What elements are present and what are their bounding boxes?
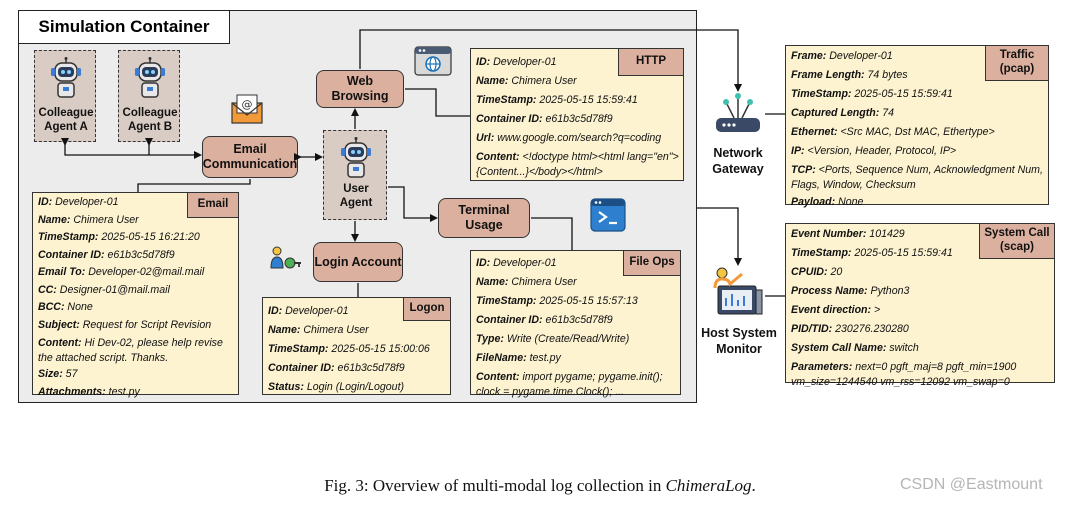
log-row: Content: <!doctype html><html lang="en">… [476, 151, 679, 178]
login-account-node: Login Account [313, 242, 403, 282]
email-log-rows: ID: Developer-01 Name: Chimera User Time… [38, 194, 234, 401]
traffic-log-card: Traffic (pcap) Frame: Developer-01 Frame… [785, 45, 1049, 208]
log-row: Name: Chimera User [268, 324, 369, 336]
log-row: FileName: test.py [476, 352, 561, 364]
log-row: CPUID: 20 [791, 266, 843, 278]
key-login-icon [270, 246, 301, 269]
syscall-log-tag: System Call (scap) [979, 224, 1054, 259]
log-row: Name: Chimera User [476, 276, 577, 288]
syscall-log-rows: Event Number: 101429 TimeStamp: 2025-05-… [791, 225, 1050, 390]
network-gateway-label: Network Gateway [712, 146, 764, 176]
http-log-rows: ID: Developer-01 Name: Chimera User Time… [476, 53, 679, 180]
terminal-icon [590, 198, 626, 232]
log-row: Url: www.google.com/search?q=coding [476, 132, 662, 144]
log-row: BCC: None [38, 301, 93, 313]
log-row: IP: <Version, Header, Protocol, IP> [791, 145, 957, 157]
host-system-monitor-label: Host System Monitor [701, 326, 777, 356]
log-row: Content: import pygame; pygame.init(); c… [476, 371, 663, 398]
log-row: Name: Chimera User [476, 75, 577, 87]
colleague-agent-b-label: Colleague Agent B [122, 107, 178, 133]
log-row: Container ID: e61b3c5d78f9 [476, 314, 613, 326]
log-row: Content: Hi Dev-02, please help revise t… [38, 337, 223, 364]
web-browsing-node: Web Browsing [316, 70, 404, 108]
log-row: TCP: <Ports, Sequence Num, Acknowledgmen… [791, 164, 1043, 191]
log-row: Email To: Developer-02@mail.mail [38, 266, 205, 278]
fileops-log-tag: File Ops [623, 251, 680, 276]
log-row: CC: Designer-01@mail.mail [38, 283, 170, 296]
log-row: TimeStamp: 2025-05-15 15:00:06 [268, 343, 430, 355]
http-log-tag: HTTP [618, 49, 683, 76]
log-row: Frame: Developer-01 [791, 50, 893, 62]
logon-log-card: Logon ID: Developer-01 Name: Chimera Use… [262, 297, 451, 395]
log-row: Type: Write (Create/Read/Write) [476, 333, 630, 345]
svg-text:@: @ [242, 98, 253, 111]
host-monitor-icon [713, 267, 763, 315]
log-row: TimeStamp: 2025-05-15 15:59:41 [791, 88, 953, 100]
terminal-usage-node: Terminal Usage [438, 198, 530, 238]
log-row: ID: Developer-01 [38, 196, 119, 208]
fileops-log-rows: ID: Developer-01 Name: Chimera User Time… [476, 254, 676, 400]
colleague-agent-b: Colleague Agent B [118, 50, 180, 142]
log-row: ID: Developer-01 [476, 257, 557, 269]
log-row: ID: Developer-01 [268, 305, 349, 317]
log-row: TimeStamp: 2025-05-15 15:59:41 [476, 94, 638, 106]
email-log-tag: Email [187, 193, 238, 218]
user-agent-label: User Agent [339, 183, 373, 209]
log-row: Ethernet: <Src MAC, Dst MAC, Ethertype> [791, 126, 995, 138]
log-row: Payload: None [791, 196, 864, 208]
log-row: TimeStamp: 2025-05-15 15:59:41 [791, 247, 953, 259]
robot-icon [341, 137, 371, 178]
log-row: Container ID: e61b3c5d78f9 [476, 113, 613, 125]
log-row: Size: 57 [38, 368, 78, 380]
robot-icon [135, 57, 165, 98]
traffic-log-rows: Frame: Developer-01 Frame Length: 74 byt… [791, 47, 1044, 212]
logon-log-rows: ID: Developer-01 Name: Chimera User Time… [268, 302, 446, 397]
container-title: Simulation Container [18, 10, 230, 44]
log-row: Captured Length: 74 [791, 107, 895, 119]
log-row: TimeStamp: 2025-05-15 16:21:20 [38, 231, 200, 243]
traffic-log-tag: Traffic (pcap) [985, 46, 1048, 81]
fileops-log-card: File Ops ID: Developer-01 Name: Chimera … [470, 250, 681, 398]
colleague-agent-a: Colleague Agent A [34, 50, 96, 142]
router-icon [716, 93, 760, 132]
log-row: TimeStamp: 2025-05-15 15:57:13 [476, 295, 638, 307]
watermark: CSDN @Eastmount [900, 476, 1043, 493]
log-row: Status: Login (Login/Logout) [268, 381, 405, 393]
log-row: Frame Length: 74 bytes [791, 69, 908, 81]
email-icon: @ [231, 94, 263, 124]
email-log-card: Email ID: Developer-01 Name: Chimera Use… [32, 192, 239, 398]
log-row: Event direction: > [791, 304, 881, 316]
log-row: Name: Chimera User [38, 213, 139, 226]
log-row: Attachments: test.py [38, 385, 140, 398]
log-row: Subject: Request for Script Revision [38, 318, 212, 331]
user-agent: User Agent [323, 130, 387, 220]
log-row: System Call Name: switch [791, 342, 919, 354]
figure-caption: Fig. 3: Overview of multi-modal log coll… [324, 476, 756, 495]
log-row: PID/TID: 230276.230280 [791, 323, 909, 335]
log-row: Parameters: next=0 pgft_maj=8 pgft_min=1… [791, 361, 1017, 388]
log-row: ID: Developer-01 [476, 56, 557, 68]
logon-log-tag: Logon [403, 298, 450, 321]
log-row: Container ID: e61b3c5d78f9 [268, 362, 405, 374]
log-row: Container ID: e61b3c5d78f9 [38, 248, 175, 261]
log-row: Process Name: Python3 [791, 285, 910, 297]
syscall-log-card: System Call (scap) Event Number: 101429 … [785, 223, 1055, 388]
robot-icon [51, 57, 81, 98]
browser-globe-icon [414, 46, 452, 76]
colleague-agent-a-label: Colleague Agent A [38, 107, 94, 133]
email-communication-node: Email Communication [202, 136, 298, 178]
log-row: Event Number: 101429 [791, 228, 905, 240]
http-log-card: HTTP ID: Developer-01 Name: Chimera User… [470, 48, 684, 181]
